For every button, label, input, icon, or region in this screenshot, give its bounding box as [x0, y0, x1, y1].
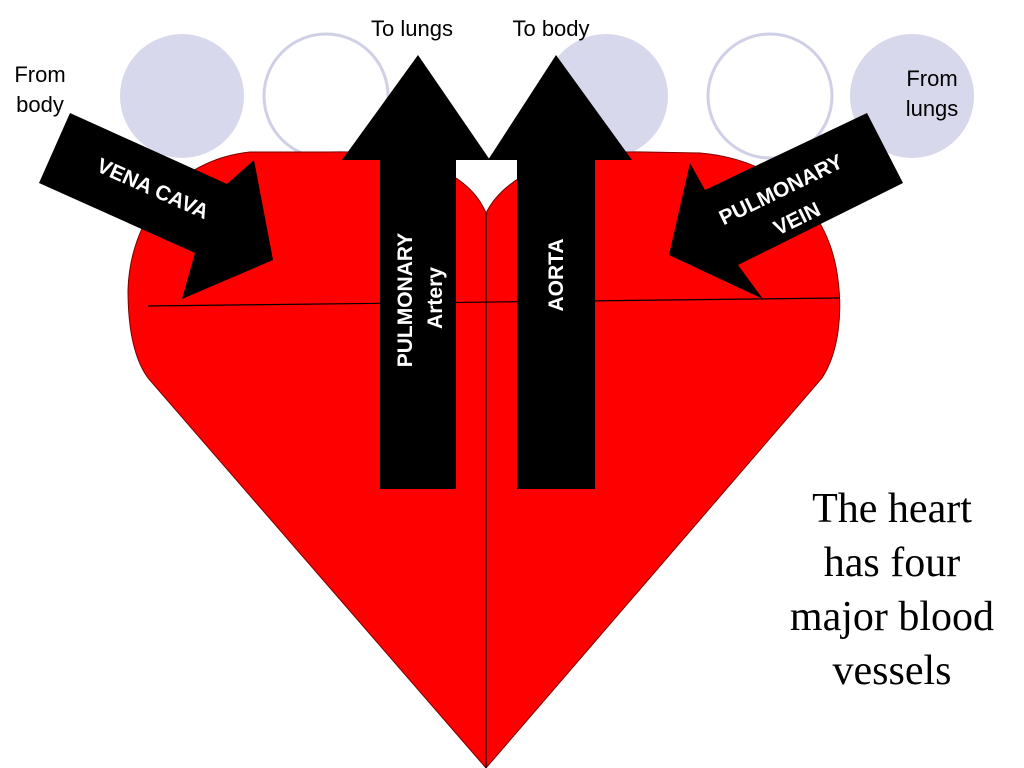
pulmonary-artery-arrow: PULMONARY Artery — [342, 55, 490, 489]
aorta-arrow: AORTA — [488, 55, 632, 489]
aorta-label: AORTA — [545, 238, 568, 311]
decor-circle-filled — [850, 34, 974, 158]
to-body-label: To body — [512, 16, 589, 41]
caption-text: The heart has four major blood vessels — [789, 486, 995, 694]
decor-circle-filled — [120, 34, 244, 158]
heart-body — [127, 151, 841, 768]
heart-horizontal-line — [147, 297, 841, 307]
heart-shape — [127, 151, 841, 768]
to-lungs-label: To lungs — [371, 16, 453, 41]
decor-circle-outline — [706, 32, 834, 160]
pulmonary-artery-label-line2: Artery — [424, 267, 447, 329]
pulmonary-artery-label-line1: PULMONARY — [394, 233, 417, 368]
